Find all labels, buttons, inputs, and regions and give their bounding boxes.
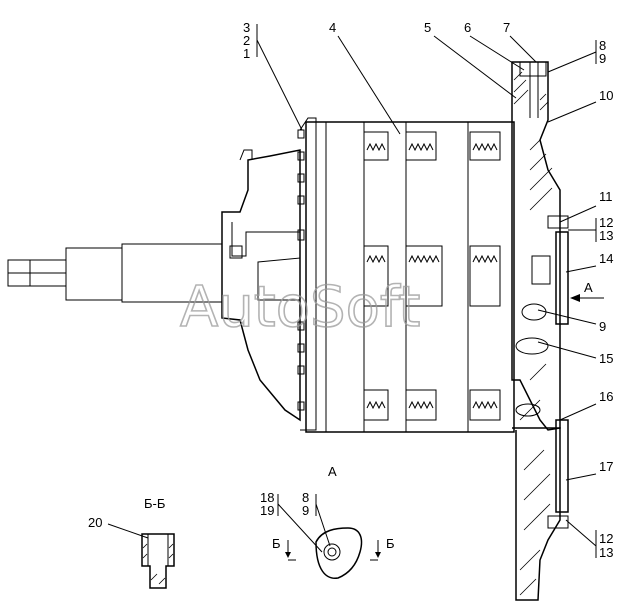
view-a-title: А: [328, 464, 337, 479]
section-bb-title: Б-Б: [144, 496, 165, 511]
callout-10: 10: [599, 88, 613, 103]
view-a-detail: [277, 494, 381, 579]
spring-packs: [363, 131, 501, 421]
flange-tabs: [297, 129, 305, 411]
right-housing: [511, 61, 569, 601]
callout-labels: 3 2 1 4 5 6 7 8 9 10 11 12 13 14 А 9 15 …: [88, 20, 613, 560]
callout-13-top: 13: [599, 228, 613, 243]
callout-11: 11: [599, 189, 613, 204]
callout-9-top: 9: [599, 51, 606, 66]
disc-pack: [305, 121, 515, 433]
callout-5: 5: [424, 20, 431, 35]
callout-7: 7: [503, 20, 510, 35]
cut-label-left: Б: [272, 536, 281, 551]
cut-label-right: Б: [386, 536, 395, 551]
callout-16: 16: [599, 389, 613, 404]
callout-17: 17: [599, 459, 613, 474]
callout-12-top: 12: [599, 215, 613, 230]
callout-8-view-a: 8: [302, 490, 309, 505]
callout-9-mid: 9: [599, 319, 606, 334]
leader-lines: [256, 24, 604, 558]
callout-8: 8: [599, 38, 606, 53]
callout-18: 18: [260, 490, 274, 505]
callout-19: 19: [260, 503, 274, 518]
callout-4: 4: [329, 20, 336, 35]
section-bb-view: [107, 523, 175, 589]
callout-13-bottom: 13: [599, 545, 613, 560]
section-hatching: [513, 71, 553, 596]
callout-6: 6: [464, 20, 471, 35]
callout-3: 3: [243, 20, 250, 35]
callout-15: 15: [599, 351, 613, 366]
callout-20: 20: [88, 515, 102, 530]
callout-2: 2: [243, 33, 250, 48]
callout-14: 14: [599, 251, 613, 266]
callout-1: 1: [243, 46, 250, 61]
view-a-arrow-label: А: [584, 280, 593, 295]
flange-housing: [221, 117, 317, 431]
callout-12-bottom: 12: [599, 531, 613, 546]
watermark: AutoSoft: [180, 275, 421, 340]
callout-9-view-a: 9: [302, 503, 309, 518]
